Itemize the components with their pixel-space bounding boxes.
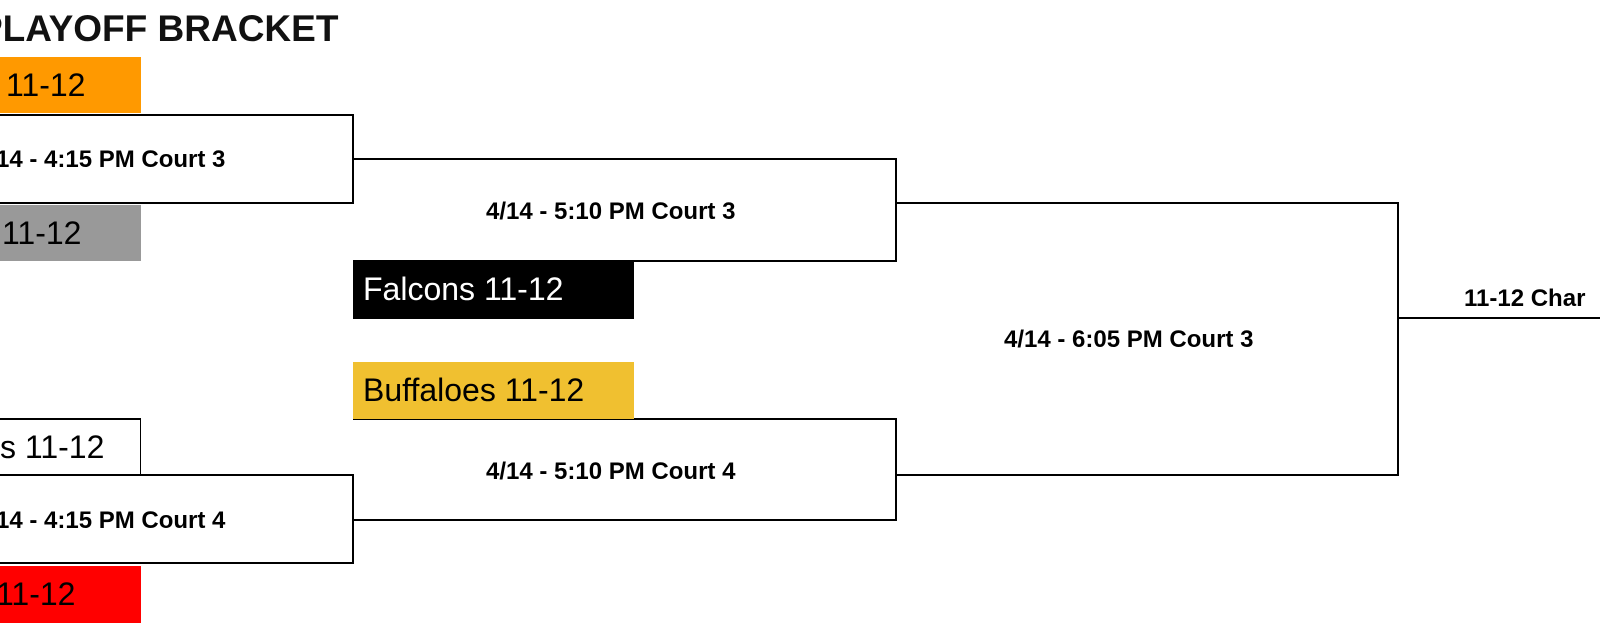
- r2-bottom-connector: [353, 418, 897, 521]
- team-slot-r1-top-a: 11-12: [0, 57, 141, 113]
- page-title: PLAYOFF BRACKET: [0, 8, 339, 49]
- game-label-r1-bottom: 14 - 4:15 PM Court 4: [0, 507, 226, 534]
- team-name: 11-12: [6, 67, 86, 103]
- team-slot-r1-top-b: 11-12: [0, 205, 141, 261]
- final-label: 11-12 Char: [1464, 285, 1586, 312]
- team-name: Falcons 11-12: [363, 271, 564, 307]
- team-slot-r2-bottom-seed: Buffaloes 11-12: [353, 362, 634, 419]
- team-slot-r1-bottom-a: s 11-12: [0, 420, 140, 474]
- team-slot-r1-bottom-b: 11-12: [0, 566, 141, 623]
- team-name: Buffaloes 11-12: [363, 372, 585, 408]
- team-slot-r2-top-seed: Falcons 11-12: [353, 261, 634, 319]
- game-label-semifinal: 4/14 - 6:05 PM Court 3: [1004, 326, 1254, 353]
- semifinal-connector: [896, 202, 1399, 476]
- team-name: s 11-12: [0, 429, 105, 465]
- team-name: 11-12: [0, 576, 76, 612]
- game-label-r1-top: 14 - 4:15 PM Court 3: [0, 146, 226, 173]
- r1-bottom-team-a-outline: [0, 418, 141, 476]
- team-name: 11-12: [2, 215, 82, 251]
- game-label-r2-bottom: 4/14 - 5:10 PM Court 4: [486, 458, 736, 485]
- game-label-r2-top: 4/14 - 5:10 PM Court 3: [486, 198, 736, 225]
